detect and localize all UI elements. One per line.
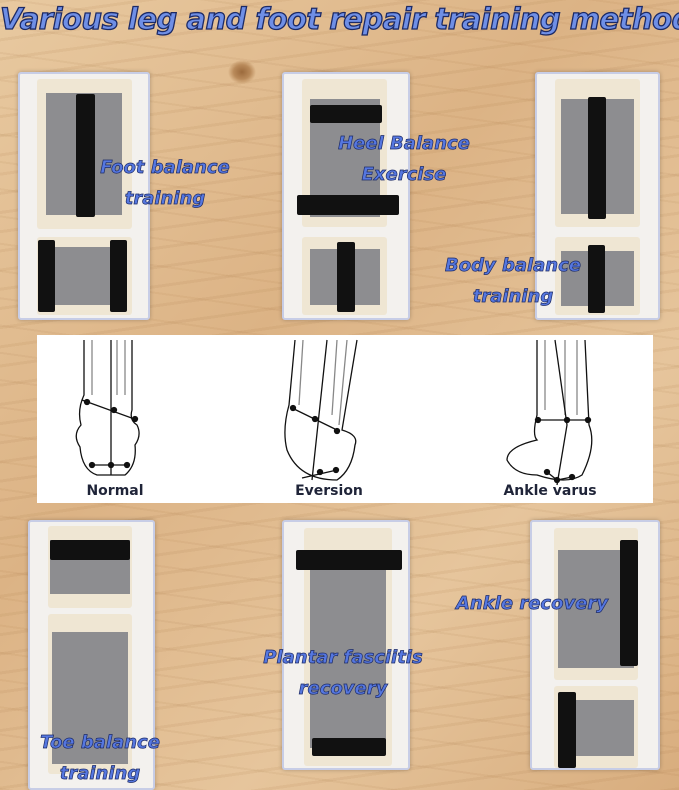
page-title: Various leg and foot repair training met… bbox=[0, 1, 679, 36]
label-ankle-recovery: Ankle recovery bbox=[455, 593, 609, 615]
label-body-balance-training: Body balance training bbox=[444, 255, 582, 308]
label-plantar-fasciitis-recovery: Plantar fasciitis recovery bbox=[263, 647, 423, 700]
eversion-foot-icon bbox=[284, 339, 358, 481]
ankle-varus-foot-icon bbox=[506, 339, 593, 486]
plantar-fasciitis-board-image bbox=[282, 520, 410, 770]
caption-eversion: Eversion bbox=[295, 483, 363, 499]
label-foot-balance-training: Foot balance training bbox=[100, 157, 230, 210]
normal-foot-icon bbox=[75, 340, 140, 476]
body-balance-board-image bbox=[535, 72, 660, 320]
heel-balance-board-image bbox=[282, 72, 410, 320]
foot-balance-board-image bbox=[18, 72, 150, 320]
ankle-alignment-diagram: Normal Eversion Ankle varus bbox=[37, 335, 653, 503]
caption-ankle-varus: Ankle varus bbox=[503, 483, 597, 499]
caption-normal: Normal bbox=[86, 483, 144, 499]
label-heel-balance-exercise: Heel Balance Exercise bbox=[338, 133, 470, 186]
ankle-recovery-board-image bbox=[530, 520, 660, 770]
label-toe-balance-training: Toe balance training bbox=[40, 732, 161, 785]
toe-balance-board-image bbox=[28, 520, 155, 790]
